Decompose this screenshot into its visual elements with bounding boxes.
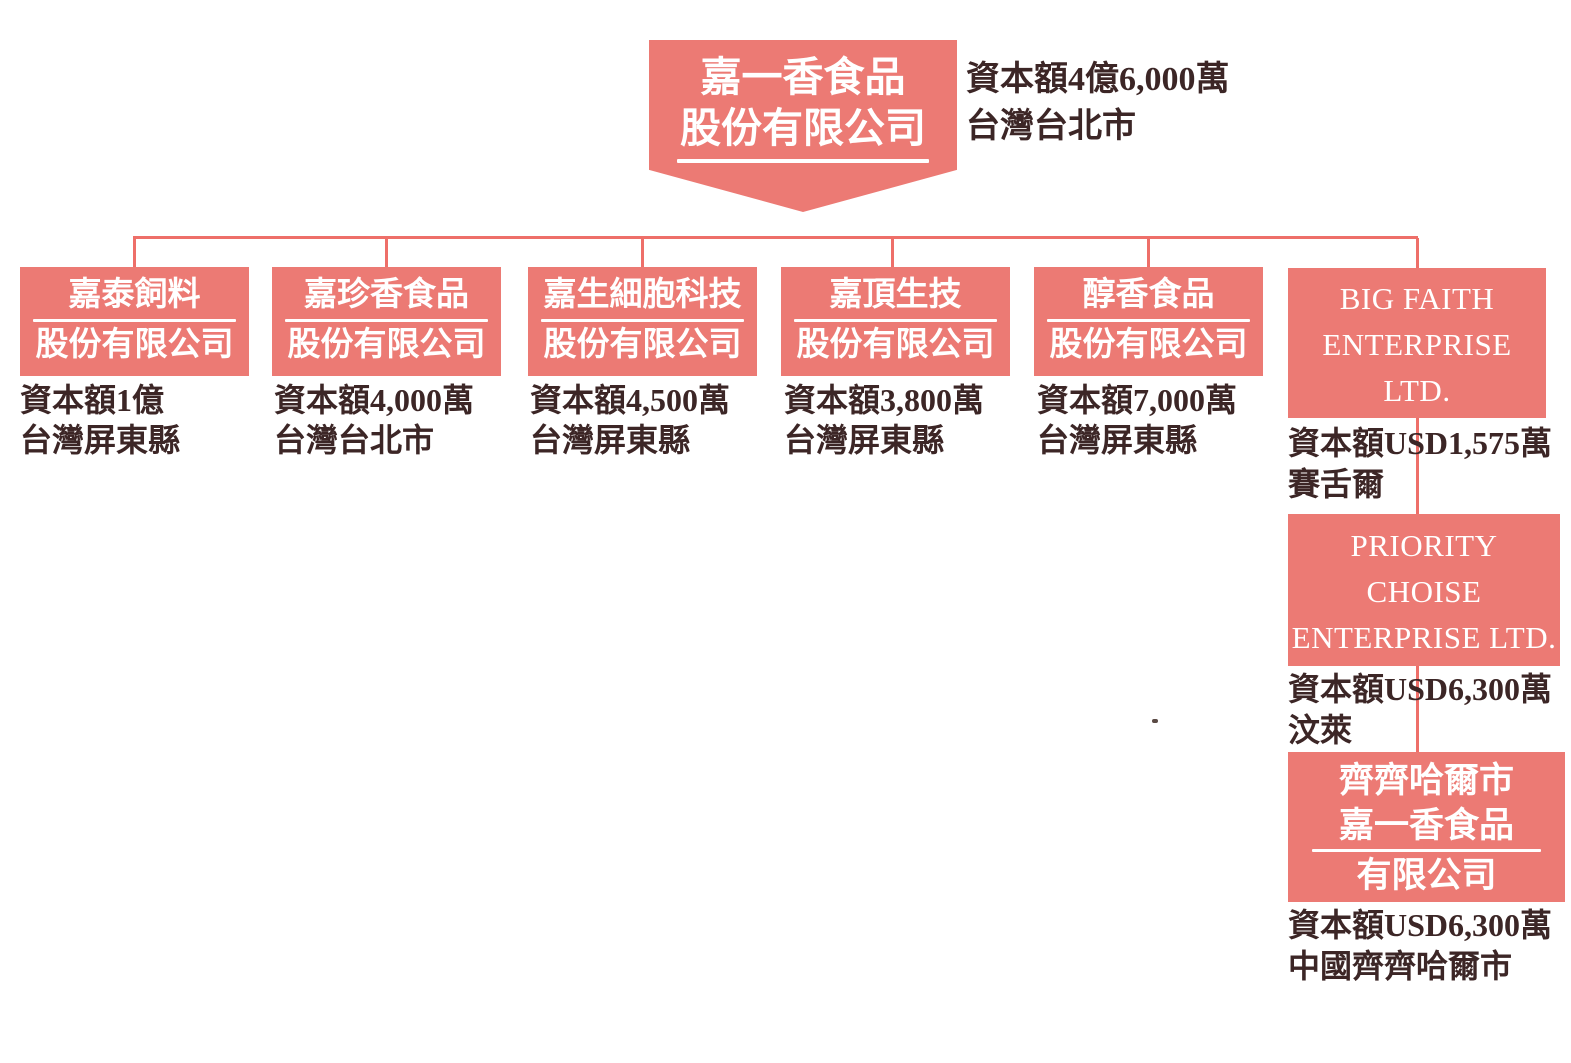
location-text: 台灣台北市 xyxy=(966,108,1136,145)
company-name-line: 有限公司 xyxy=(1356,856,1497,895)
connector-drop-3 xyxy=(641,238,644,269)
company-name-line: BIG FAITH xyxy=(1339,281,1495,316)
connector-line-bigfaith-priority xyxy=(1416,417,1419,515)
name-underline-rule xyxy=(541,319,744,322)
name-underline-rule xyxy=(1047,319,1250,322)
location-text: 賽舌爾 xyxy=(1288,466,1385,502)
priority-choise-caption: 資本額USD6,300萬 汶萊 xyxy=(1288,669,1552,751)
connector-drop-2 xyxy=(385,238,388,269)
connector-drop-5 xyxy=(1147,238,1150,269)
company-name-line: 股份有限公司 xyxy=(287,327,486,363)
name-underline-rule xyxy=(677,159,929,163)
company-name-line: 股份有限公司 xyxy=(543,327,742,363)
company-name-line: 嘉頂生技 xyxy=(829,277,962,313)
qiqihar-caption: 資本額USD6,300萬 中國齊齊哈爾市 xyxy=(1288,905,1552,987)
location-text: 台灣台北市 xyxy=(274,422,435,458)
capital-text: 資本額1億 xyxy=(20,382,165,418)
company-name-line: 嘉珍香食品 xyxy=(304,277,469,313)
name-underline-rule xyxy=(33,319,236,322)
company-name-line: 股份有限公司 xyxy=(680,105,926,151)
connector-line-priority-qiqihar xyxy=(1416,665,1419,753)
location-text: 台灣屏東縣 xyxy=(1037,422,1198,458)
org-node-qiqihar: 齊齊哈爾市 嘉一香食品 有限公司 xyxy=(1288,752,1565,902)
capital-text: 資本額4,000萬 xyxy=(274,382,475,418)
capital-text: 資本額USD6,300萬 xyxy=(1288,671,1553,707)
org-node-priority-choise: PRIORITY CHOISE ENTERPRISE LTD. xyxy=(1288,514,1560,666)
company-name-line: CHOISE xyxy=(1366,574,1482,609)
connector-drop-4 xyxy=(891,238,894,269)
capital-text: 資本額7,000萬 xyxy=(1037,382,1238,418)
company-name-line: 嘉一香食品 xyxy=(1338,806,1514,845)
org-node-subsidiary-2: 嘉珍香食品 股份有限公司 xyxy=(272,267,501,376)
company-name-line: 嘉泰飼料 xyxy=(68,277,201,313)
location-text: 台灣屏東縣 xyxy=(530,422,691,458)
company-name-line: 股份有限公司 xyxy=(1049,327,1248,363)
name-underline-rule xyxy=(285,319,488,322)
capital-text: 資本額4億6,000萬 xyxy=(966,61,1230,98)
org-node-parent-company: 嘉一香食品 股份有限公司 xyxy=(649,40,957,212)
company-name-line: 嘉生細胞科技 xyxy=(543,277,742,313)
company-name-line: ENTERPRISE LTD. xyxy=(1291,620,1557,655)
connector-drop-1 xyxy=(133,238,136,269)
capital-text: 資本額USD1,575萬 xyxy=(1288,425,1553,461)
location-text: 中國齊齊哈爾市 xyxy=(1288,948,1513,984)
name-underline-rule xyxy=(794,319,997,322)
speck-artifact xyxy=(1152,719,1158,723)
capital-text: 資本額3,800萬 xyxy=(784,382,985,418)
company-name-line: 嘉一香食品 xyxy=(700,54,906,100)
subsidiary-4-caption: 資本額3,800萬 台灣屏東縣 xyxy=(784,380,984,460)
subsidiary-bigfaith-caption: 資本額USD1,575萬 賽舌爾 xyxy=(1288,423,1552,505)
company-name-line: ENTERPRISE xyxy=(1322,327,1512,362)
company-name-line: 股份有限公司 xyxy=(35,327,234,363)
subsidiary-1-caption: 資本額1億 台灣屏東縣 xyxy=(20,380,180,460)
company-name-line: LTD. xyxy=(1383,373,1451,408)
org-node-subsidiary-3: 嘉生細胞科技 股份有限公司 xyxy=(528,267,757,376)
subsidiary-2-caption: 資本額4,000萬 台灣台北市 xyxy=(274,380,474,460)
org-node-subsidiary-bigfaith: BIG FAITH ENTERPRISE LTD. xyxy=(1288,268,1546,418)
company-name-line: PRIORITY xyxy=(1350,528,1498,563)
company-name-line: 醇香食品 xyxy=(1082,277,1215,313)
connector-line-horizontal xyxy=(133,236,1418,239)
org-node-subsidiary-4: 嘉頂生技 股份有限公司 xyxy=(781,267,1010,376)
company-name-line: 齊齊哈爾市 xyxy=(1338,761,1514,800)
org-node-subsidiary-1: 嘉泰飼料 股份有限公司 xyxy=(20,267,249,376)
connector-drop-6 xyxy=(1416,238,1419,269)
location-text: 台灣屏東縣 xyxy=(20,422,181,458)
subsidiary-5-caption: 資本額7,000萬 台灣屏東縣 xyxy=(1037,380,1237,460)
parent-capital-location-caption: 資本額4億6,000萬 台灣台北市 xyxy=(966,56,1230,150)
location-text: 汶萊 xyxy=(1288,712,1353,748)
org-node-subsidiary-5: 醇香食品 股份有限公司 xyxy=(1034,267,1263,376)
capital-text: 資本額USD6,300萬 xyxy=(1288,907,1553,943)
company-name-line: 股份有限公司 xyxy=(796,327,995,363)
name-underline-rule xyxy=(1312,849,1541,852)
location-text: 台灣屏東縣 xyxy=(784,422,945,458)
capital-text: 資本額4,500萬 xyxy=(530,382,731,418)
subsidiary-3-caption: 資本額4,500萬 台灣屏東縣 xyxy=(530,380,730,460)
